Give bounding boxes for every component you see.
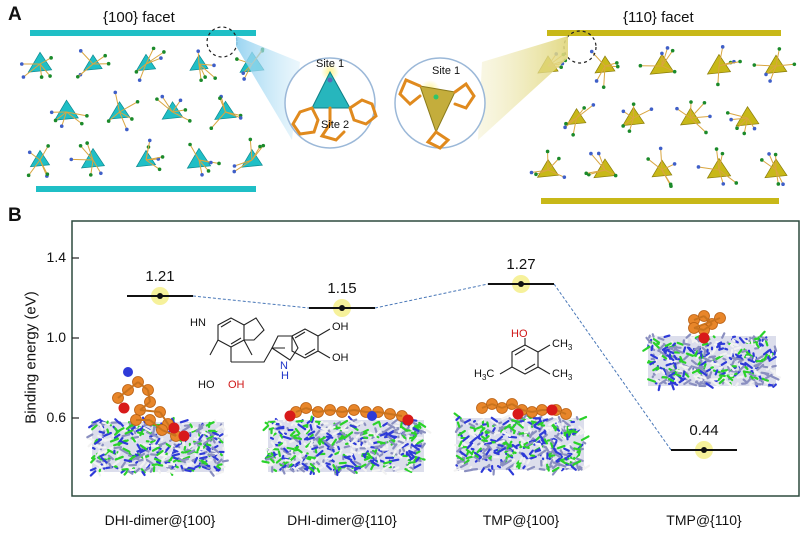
chart-frame (71, 220, 800, 497)
y-tick-label: 1.0 (46, 329, 66, 345)
tmp-ch-bottom-text: CH (552, 368, 568, 380)
dhi-label-oh-right: OH (332, 352, 349, 364)
data-point (701, 447, 707, 453)
dhi-label-h: H (281, 370, 289, 382)
data-point (157, 293, 163, 299)
snapshot-tmp-100 (453, 398, 591, 476)
y-tick-label: 0.6 (46, 409, 66, 425)
inset-right-site-dot (433, 94, 439, 100)
panel-a-label: A (8, 4, 22, 25)
facet-110-bottom-bar (541, 198, 779, 204)
inset-right-tetrahedron (419, 85, 456, 134)
connector-lines (192, 283, 672, 451)
snapshot-tmp-110 (642, 310, 781, 392)
facet-110-top-bar (547, 30, 781, 36)
facet-100-label: {100} facet (103, 9, 175, 26)
category-label: TMP@{100} (482, 512, 560, 528)
tmp-ch-right-text: CH (552, 338, 568, 350)
inset-right-site1-label: Site 1 (432, 65, 461, 77)
tmp-c-left-text: C (486, 368, 495, 380)
inset-left-site-dot (327, 77, 333, 83)
tmp-ch-right-sub: 3 (567, 343, 573, 353)
data-point (518, 281, 524, 287)
tmp-label-h3c-left: H3C (474, 368, 494, 382)
data-value-label: 1.15 (327, 280, 357, 297)
zoom-beam-left (236, 36, 300, 140)
connector-line (553, 283, 672, 451)
facet-110-label: {110} facet (623, 9, 694, 26)
tmp-h-left-text: H (474, 368, 482, 380)
snapshot-dhi-100 (86, 367, 229, 477)
tmp-ho-text: HO (511, 328, 528, 340)
dhi-label-ho: HO (198, 379, 215, 391)
tmp-label-ch3-bottom: CH3 (552, 368, 572, 382)
category-label: TMP@{110} (666, 512, 742, 528)
dhi-label-hn: HN (190, 317, 206, 329)
tmp-structure (499, 338, 551, 375)
y-axis (72, 257, 79, 419)
tmp-label-ch3-right: CH3 (552, 338, 572, 352)
dhi-label-oh-top: OH (332, 321, 349, 333)
category-label: DHI-dimer@{100} (104, 512, 216, 528)
inset-left-site1-label: Site 1 (316, 58, 345, 70)
dhi-dimer-structure (209, 317, 331, 363)
tmp-label-ho: HO (511, 328, 528, 340)
facet-100-bottom-bar (36, 186, 256, 192)
panel-a-figure (19, 26, 797, 204)
facet-100-top-bar (30, 30, 256, 36)
dhi-label-n: N (280, 360, 288, 372)
data-value-label: 1.27 (506, 256, 536, 273)
inset-left-molecule (291, 98, 378, 142)
connector-line (374, 283, 489, 309)
category-label: DHI-dimer@{110} (287, 512, 397, 528)
dhi-label-oh-bottom: OH (228, 379, 245, 391)
tmp-h-left-sub: 3 (481, 373, 487, 383)
data-value-label: 0.44 (689, 422, 719, 439)
inset-right-molecule (398, 78, 476, 150)
inset-left-site2-label: Site 2 (321, 119, 350, 131)
panel-b-label: B (8, 205, 22, 226)
y-tick-label: 1.4 (46, 249, 66, 265)
zoom-beam-right (478, 36, 568, 140)
data-point (339, 305, 345, 311)
snapshot-dhi-110 (261, 402, 432, 477)
data-value-label: 1.21 (145, 268, 175, 285)
tmp-ch-bottom-sub: 3 (567, 373, 573, 383)
connector-line (192, 295, 310, 309)
data-marks (127, 275, 737, 459)
